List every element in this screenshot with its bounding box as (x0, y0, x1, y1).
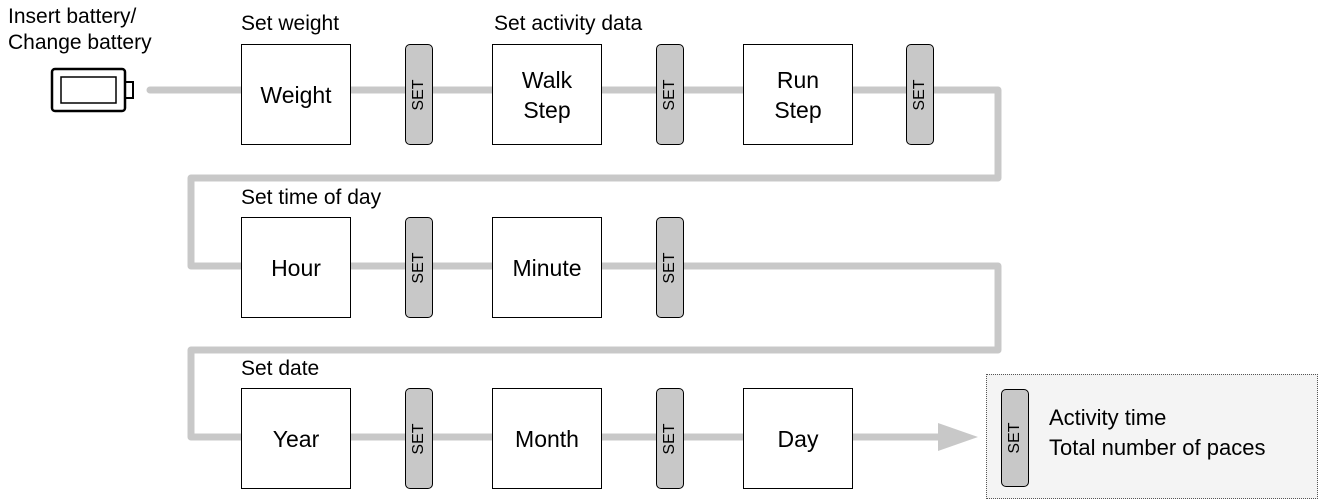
start-label: Insert battery/ Change battery (8, 4, 152, 56)
month-box: Month (492, 388, 602, 489)
battery-icon (50, 67, 134, 113)
result-line-activity-time: Activity time (1049, 405, 1167, 430)
set-button-label: SET (410, 78, 427, 111)
start-label-line1: Insert battery/ (8, 5, 137, 28)
section-label-activity: Set activity data (494, 12, 643, 35)
hour-box: Hour (241, 217, 351, 318)
set-button: SET (656, 217, 684, 318)
set-button: SET (906, 44, 934, 145)
year-box: Year (241, 388, 351, 489)
run-step-box: Run Step (743, 44, 853, 145)
day-box: Day (743, 388, 853, 489)
section-label-date: Set date (241, 357, 320, 380)
set-button: SET (405, 217, 433, 318)
year-box-label: Year (272, 425, 320, 452)
section-label-weight: Set weight (241, 12, 340, 35)
month-box-label: Month (515, 425, 579, 452)
run-step-line1: Run (776, 66, 820, 93)
set-button-label: SET (410, 422, 427, 455)
walk-step-line1: Walk (521, 66, 573, 93)
weight-box-label: Weight (260, 81, 332, 108)
set-button-label: SET (911, 78, 928, 111)
set-button-label: SET (1006, 422, 1023, 454)
set-button-label: SET (661, 251, 678, 284)
set-button: SET (405, 388, 433, 489)
set-button: SET (656, 388, 684, 489)
hour-box-label: Hour (271, 254, 321, 281)
run-step-line2: Step (774, 96, 822, 123)
set-button: SET (405, 44, 433, 145)
result-line-total-paces: Total number of paces (1049, 435, 1266, 460)
set-button: SET (1001, 389, 1029, 487)
result-text: Activity time Total number of paces (1049, 403, 1265, 463)
weight-box: Weight (241, 44, 351, 145)
minute-box: Minute (492, 217, 602, 318)
day-box-label: Day (777, 425, 819, 452)
set-button-label: SET (661, 422, 678, 455)
walk-step-box: Walk Step (492, 44, 602, 145)
walk-step-line2: Step (523, 96, 571, 123)
set-button-label: SET (661, 78, 678, 111)
minute-box-label: Minute (512, 254, 582, 281)
start-label-line2: Change battery (8, 31, 152, 54)
arrow-head-icon (938, 423, 978, 451)
result-panel: SET Activity time Total number of paces (986, 374, 1318, 499)
set-button-label: SET (410, 251, 427, 284)
section-label-time: Set time of day (241, 186, 382, 209)
set-button: SET (656, 44, 684, 145)
